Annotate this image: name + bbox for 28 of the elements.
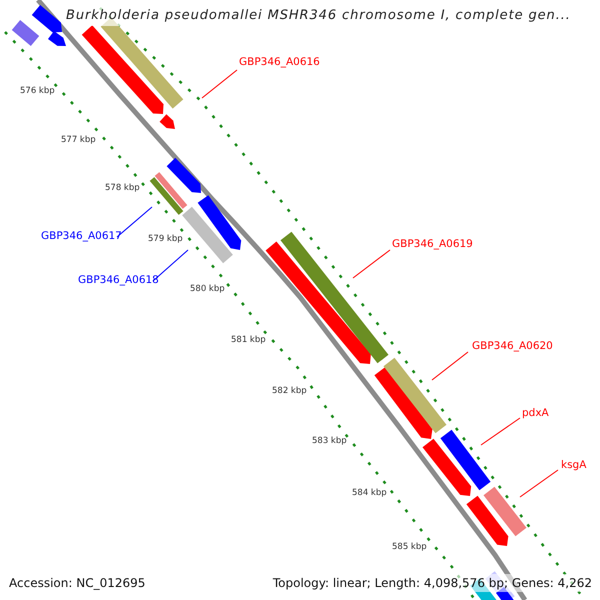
leader-line [480,418,520,446]
leader-line [152,250,188,282]
gene-feature-bar [484,486,526,536]
position-tick-label: 583 kbp [312,436,347,446]
gene-feature-bar [182,206,233,264]
gene-label: GBP346_A0617 [41,230,122,243]
position-tick-label: 579 kbp [148,234,183,244]
gene-feature-bar [384,358,446,434]
gene-feature-bar [440,430,491,490]
leader-line [520,470,558,498]
gene-label: GBP346_A0619 [392,238,473,251]
gene-feature-bar [150,177,184,215]
gene-label: GBP346_A0620 [472,340,553,353]
gene-label: GBP346_A0618 [78,274,159,287]
leader-line [116,206,152,238]
gene-label: pdxA [522,407,549,420]
leader-line [202,70,238,98]
position-tick-label: 582 kbp [272,386,307,396]
genome-summary-text: Topology: linear; Length: 4,098,576 bp; Genes: 4,262 [272,574,592,592]
accession-text: Accession: NC_012695 [9,575,146,592]
gene-label: ksgA [561,459,586,472]
leader-line [352,250,390,278]
position-tick-label: 576 kbp [20,86,55,96]
leader-line [432,352,468,380]
position-tick-label: 585 kbp [392,542,427,552]
gene-feature-bar [280,232,388,364]
position-tick-label: 584 kbp [352,488,387,498]
gene-label: GBP346_A0616 [239,56,320,69]
